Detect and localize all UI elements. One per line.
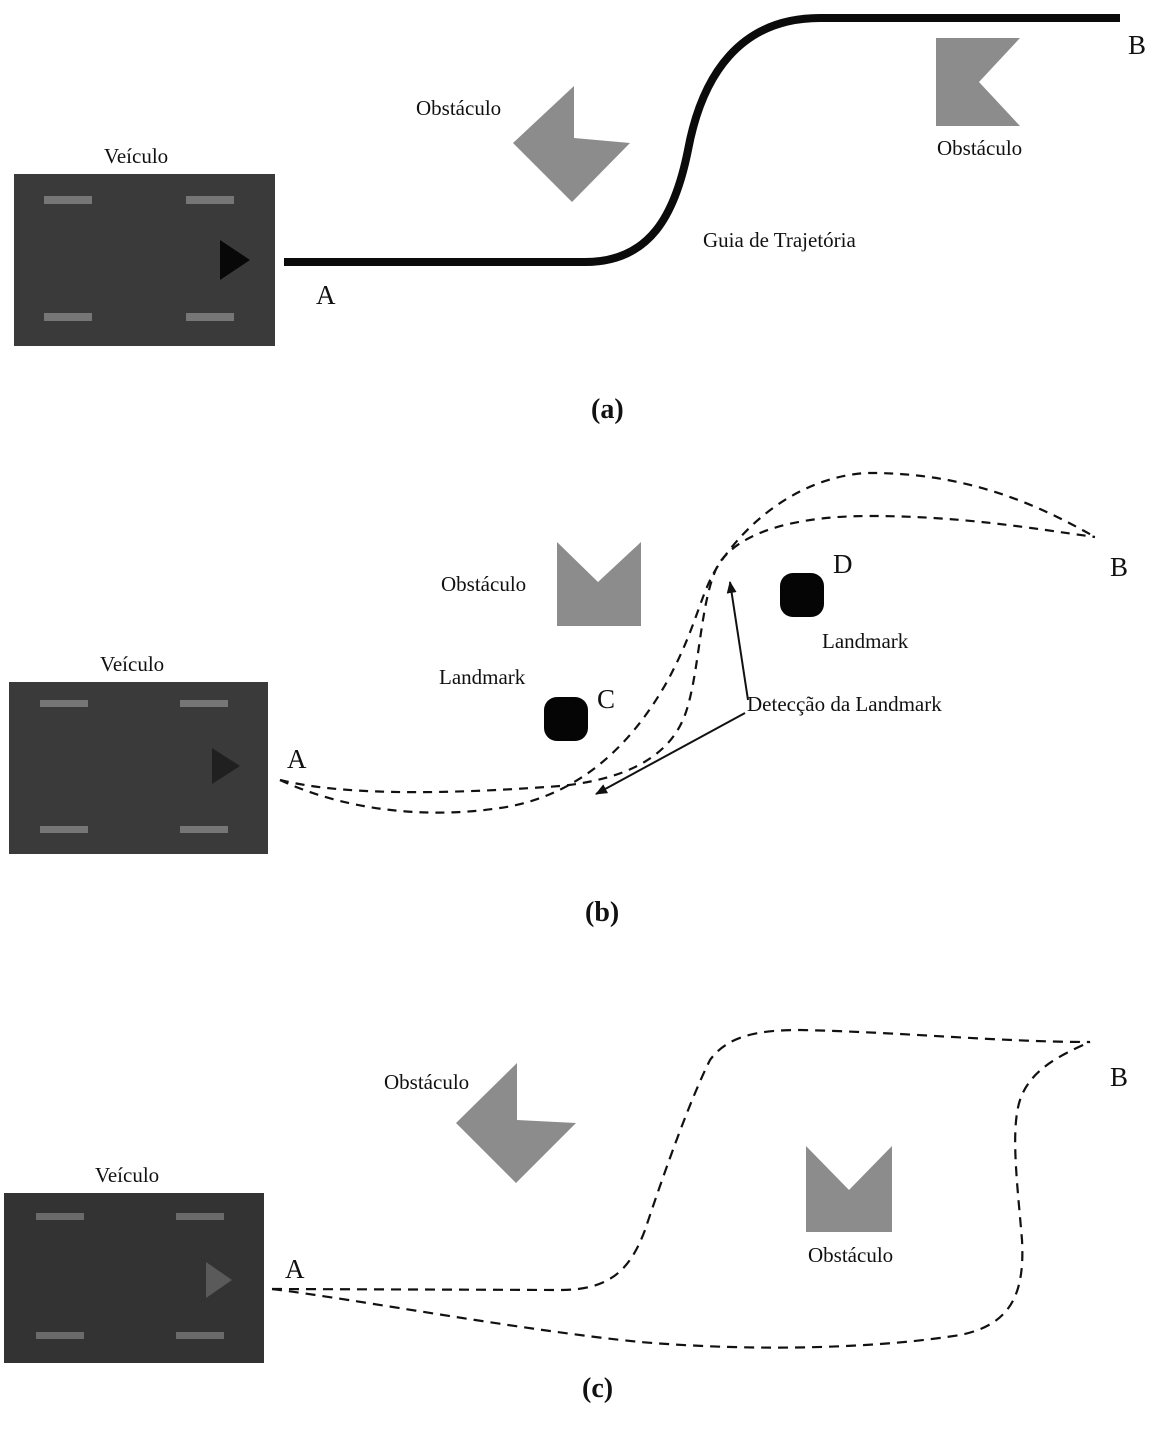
vehicle-label: Veículo (100, 652, 164, 676)
heading-arrow-icon (206, 1262, 232, 1298)
landmark-d (780, 573, 824, 617)
landmark-d-label: Landmark (822, 629, 909, 653)
trajectory-lower (271, 1040, 1091, 1349)
obstacle-left (513, 86, 630, 202)
wheel-mark (180, 700, 228, 707)
caption-b: (b) (585, 897, 619, 928)
point-a-label: A (316, 280, 336, 310)
point-a-label: A (285, 1254, 305, 1284)
caption-c: (c) (582, 1373, 613, 1404)
panel-b: Veículo Detecção da Landmark A B Obstácu… (9, 471, 1128, 928)
wheel-mark (176, 1332, 224, 1339)
landmark-c-label: Landmark (439, 665, 526, 689)
detection-label: Detecção da Landmark (747, 692, 942, 716)
obstacle-right (936, 38, 1020, 126)
panel-a: Veículo A B Guia de Trajetória Obstáculo… (14, 14, 1146, 425)
wheel-mark (40, 700, 88, 707)
obstacle-label: Obstáculo (441, 572, 526, 596)
vehicle-label: Veículo (95, 1163, 159, 1187)
trajectory-outer (279, 471, 1096, 814)
vehicle-b (9, 682, 268, 854)
obstacle-right (806, 1146, 892, 1232)
landmark-c (544, 697, 588, 741)
trajectory-inner (279, 514, 1096, 794)
panel-c: Veículo A B Obstáculo Obstáculo (c) (4, 1028, 1128, 1404)
obstacle-left (456, 1063, 576, 1183)
obstacle-left-label: Obstáculo (384, 1070, 469, 1094)
wheel-mark (36, 1213, 84, 1220)
wheel-mark (180, 826, 228, 833)
trajectory-upper (271, 1028, 1091, 1292)
wheel-mark (186, 313, 234, 321)
landmark-d-letter: D (833, 549, 853, 579)
guide-label: Guia de Trajetória (703, 228, 856, 252)
point-b-label: B (1128, 30, 1146, 60)
heading-arrow-icon (220, 240, 250, 280)
point-b-label: B (1110, 1062, 1128, 1092)
wheel-mark (44, 196, 92, 204)
wheel-mark (176, 1213, 224, 1220)
vehicle-a (14, 174, 275, 346)
wheel-mark (36, 1332, 84, 1339)
vehicle-label: Veículo (104, 144, 168, 168)
obstacle-left-label: Obstáculo (416, 96, 501, 120)
wheel-mark (186, 196, 234, 204)
guide-path (284, 14, 1120, 266)
wheel-mark (40, 826, 88, 833)
obstacle-right-label: Obstáculo (937, 136, 1022, 160)
heading-arrow-icon (212, 748, 240, 784)
wheel-mark (44, 313, 92, 321)
landmark-c-letter: C (597, 684, 615, 714)
point-a-label: A (287, 744, 307, 774)
vehicle-c (4, 1193, 264, 1363)
caption-a: (a) (591, 394, 624, 425)
point-b-label: B (1110, 552, 1128, 582)
detection-arrow (595, 712, 746, 795)
obstacle-right-label: Obstáculo (808, 1243, 893, 1267)
detection-arrow (726, 581, 749, 701)
obstacle-top (557, 542, 641, 626)
